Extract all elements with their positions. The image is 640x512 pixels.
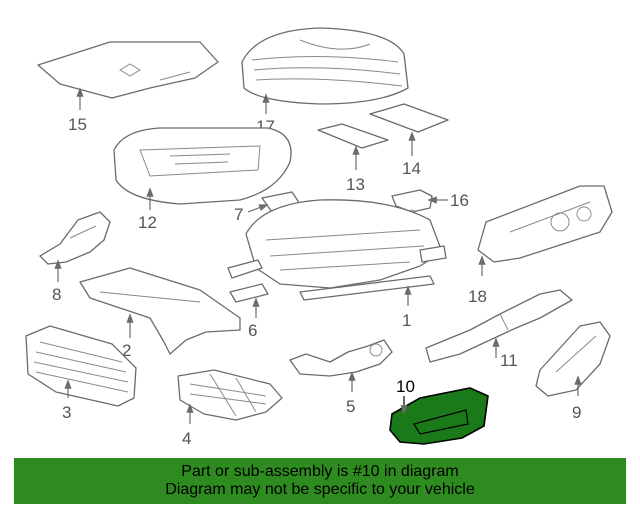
part-15-pad[interactable] [37,41,219,99]
part-18-switch-panel[interactable] [477,185,613,263]
callout-13[interactable]: 13 [346,175,365,194]
callout-5[interactable]: 5 [346,397,355,416]
part-11-bracket[interactable] [425,289,573,363]
part-14-module[interactable] [369,103,449,133]
part-16-bracket[interactable] [391,189,433,217]
callout-16[interactable]: 16 [450,191,469,210]
callout-10[interactable]: 10 [396,377,415,396]
callout-3[interactable]: 3 [62,403,71,422]
callout-6[interactable]: 6 [248,321,257,340]
callout-1[interactable]: 1 [402,311,411,330]
part-6-bracket[interactable] [229,283,269,303]
part-10-highlighted[interactable] [389,387,489,445]
callout-9[interactable]: 9 [572,403,581,422]
callout-2[interactable]: 2 [122,341,131,360]
seat-parts-diagram: 15 17 13 14 12 16 7 [25,27,613,448]
callout-14[interactable]: 14 [402,159,421,178]
callout-12[interactable]: 12 [138,213,157,232]
callout-11[interactable]: 11 [500,351,518,370]
callout-8[interactable]: 8 [52,285,61,304]
banner-line-2: Diagram may not be specific to your vehi… [165,481,475,498]
callout-7[interactable]: 7 [234,205,243,224]
part-4-mesh[interactable] [177,369,283,421]
part-5-harness[interactable] [289,339,393,377]
part-9-trim[interactable] [535,321,611,397]
leader-7 [247,204,269,213]
banner-line-1: Part or sub-assembly is #10 in diagram [181,463,459,480]
callout-18[interactable]: 18 [468,287,487,306]
part-12-cushion[interactable] [113,127,292,205]
callout-15[interactable]: 15 [68,115,87,134]
info-banner: Part or sub-assembly is #10 in diagram D… [14,458,626,504]
part-17-cover[interactable] [241,27,409,105]
part-13-module[interactable] [317,123,389,149]
part-2-bracket[interactable] [79,267,241,355]
part-3-lumbar[interactable] [25,325,137,407]
part-8-panel[interactable] [39,211,111,265]
callout-4[interactable]: 4 [182,429,191,448]
part-1-frame[interactable] [227,199,447,301]
